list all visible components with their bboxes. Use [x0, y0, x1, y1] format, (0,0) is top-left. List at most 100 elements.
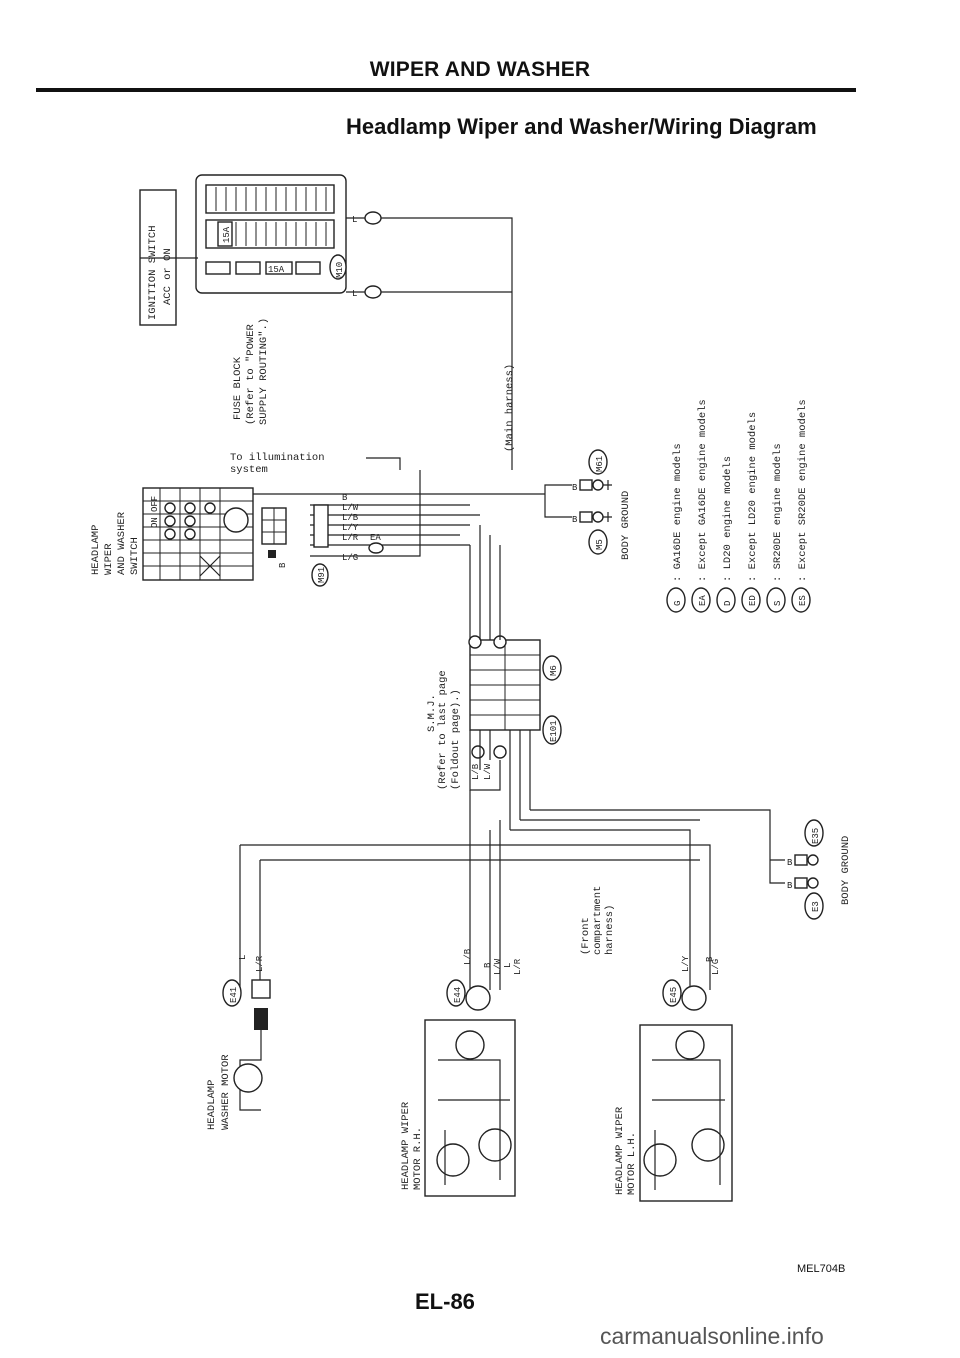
m6-connector: M6	[549, 665, 559, 676]
lower-harness: (Front compartment harness)	[239, 790, 785, 990]
feed-wires: L L (Main harness)	[176, 211, 516, 470]
wiper-lh-label-1: HEADLAMP WIPER	[614, 1106, 626, 1195]
fuse-15a-label-1: 15A	[222, 226, 232, 243]
diagram-title: Headlamp Wiper and Washer/Wiring Diagram	[346, 114, 817, 139]
wire-b-gnd4: B	[787, 881, 793, 891]
switch-label-3: AND WASHER	[116, 511, 128, 575]
fuse-block-ref-2: SUPPLY ROUTING".)	[258, 318, 270, 425]
smj-label: S.M.J.	[426, 694, 438, 732]
switch-label-1: HEADLAMP	[90, 525, 102, 575]
washer-motor-label-1: HEADLAMP	[206, 1080, 218, 1130]
smj-ref-2: (Foldout page).)	[450, 689, 462, 790]
legend-text: : Except SR20DE engine models	[797, 399, 809, 582]
ea-connector: EA	[370, 533, 381, 543]
legend-text: : LD20 engine models	[722, 456, 734, 582]
switch-label-2: WIPER	[103, 543, 115, 575]
fuse-block-ref: (Refer to "POWER	[245, 323, 257, 425]
wire-lw-sw: L/W	[342, 503, 359, 513]
title-rule	[36, 88, 856, 92]
wiper-motor-lh: L/Y B L/G E45 HEADLAMP WIPER MOTOR L.H.	[614, 955, 733, 1202]
ignition-switch-label: IGNITION SWITCH	[147, 225, 159, 320]
section-title: WIPER AND WASHER	[369, 58, 591, 81]
washer-motor: L L/R E41 HEADLAMP WASHER MOTOR	[206, 955, 271, 1130]
main-harness-label: (Main harness)	[504, 364, 516, 452]
wiper-rh-label-2: MOTOR R.H.	[412, 1127, 424, 1190]
legend-code-ring	[716, 587, 736, 613]
wiper-rh-label-1: HEADLAMP WIPER	[400, 1101, 412, 1190]
body-ground-label-2: BODY GROUND	[840, 836, 852, 905]
wire-lg-sw: L/G	[342, 553, 358, 563]
legend-code: G	[673, 601, 683, 606]
smj-ref-1: (Refer to last page	[437, 670, 449, 790]
legend-code-ring	[691, 587, 711, 613]
rh-wire-l: L	[503, 963, 513, 968]
front-harness-1: (Front	[580, 917, 592, 955]
illumination-ref: To illumination system	[230, 452, 401, 476]
ground-connector-2: M5	[595, 539, 605, 550]
e45-connector: E45	[669, 987, 679, 1003]
wire-b-sw: B	[342, 493, 348, 503]
figure-code: MEL704B	[797, 1263, 846, 1275]
ground-connector-1: M61	[595, 456, 605, 472]
rh-wire-lw: L/W	[493, 958, 503, 975]
lh-wire-lg: L/G	[711, 959, 721, 975]
fuse-connector-label: M10	[335, 262, 345, 278]
illumination-label-2: system	[230, 464, 268, 476]
body-ground-top: B B M61 M5 BODY GROUND	[410, 449, 632, 560]
front-harness-2: compartment	[592, 886, 604, 955]
legend-code-ring	[741, 587, 761, 613]
switch-on-label: ON	[150, 517, 160, 528]
legend-text: : GA16DE engine models	[672, 443, 684, 582]
legend-text: : SR20DE engine models	[772, 443, 784, 582]
e101-connector: E101	[549, 720, 559, 742]
smj-block: S.M.J. (Refer to last page (Foldout page…	[426, 525, 562, 830]
e44-connector: E44	[453, 987, 463, 1003]
wire-b-gnd1: B	[572, 483, 578, 493]
body-ground-bottom: B B E35 E3 BODY GROUND	[787, 819, 852, 920]
legend-text: : Except GA16DE engine models	[697, 399, 709, 582]
switch-off-label: OFF	[150, 496, 160, 512]
wire-b-gnd2: B	[572, 515, 578, 525]
fuse-15a-label-2: 15A	[268, 265, 285, 275]
wire-b-gnd3: B	[787, 858, 793, 868]
smj-wire-lb: L/B	[471, 763, 481, 780]
headlamp-switch: HEADLAMP WIPER AND WASHER SWITCH OFF ON …	[90, 470, 480, 587]
switch-connector-label: B	[278, 562, 288, 568]
watermark: carmanualsonline.info	[600, 1323, 824, 1349]
rh-wire-b: B	[483, 962, 493, 968]
rh-wire-lr: L/R	[513, 958, 523, 975]
lh-wire-ly: L/Y	[681, 955, 691, 972]
wire-color-l-top: L	[352, 215, 357, 225]
e35-connector: E35	[811, 828, 821, 844]
front-harness-3: harness)	[604, 905, 616, 955]
wiper-lh-label-2: MOTOR L.H.	[626, 1132, 638, 1195]
washer-wire-l: L	[238, 955, 248, 960]
e3-connector: E3	[811, 901, 821, 912]
legend-code-ring	[666, 587, 686, 613]
legend-code-ring	[791, 587, 811, 613]
fuse-block-label: FUSE BLOCK	[232, 356, 244, 420]
lh-wire-b: B	[705, 956, 715, 962]
wire-color-l-mid: L	[352, 289, 357, 299]
m91-connector: M91	[317, 567, 327, 583]
page-number: EL-86	[415, 1289, 475, 1314]
body-ground-label-1: BODY GROUND	[620, 491, 632, 560]
washer-wire-lr: L/R	[255, 955, 265, 972]
illumination-label: To illumination	[230, 452, 325, 464]
ignition-switch: IGNITION SWITCH ACC or ON	[139, 189, 177, 326]
rh-wire-lb: L/B	[463, 948, 473, 965]
switch-label-4: SWITCH	[129, 537, 141, 575]
wire-ly-sw: L/Y	[342, 523, 359, 533]
wiper-motor-rh: L/B B L/W L L/R E44 HEADLAMP WIPER MOTOR…	[400, 948, 523, 1197]
legend-code: D	[723, 601, 733, 606]
legend-code: EA	[698, 595, 708, 606]
legend-code: S	[773, 601, 783, 606]
wire-lr-sw: L/R	[342, 533, 359, 543]
e41-connector: E41	[229, 987, 239, 1003]
legend-code-ring	[766, 587, 786, 613]
wire-lb-sw: L/B	[342, 513, 359, 523]
ignition-position-label: ACC or ON	[162, 248, 174, 305]
fuse-block: 15A 15A M10 FUSE BLOCK (Refer to "POWER …	[195, 174, 347, 425]
